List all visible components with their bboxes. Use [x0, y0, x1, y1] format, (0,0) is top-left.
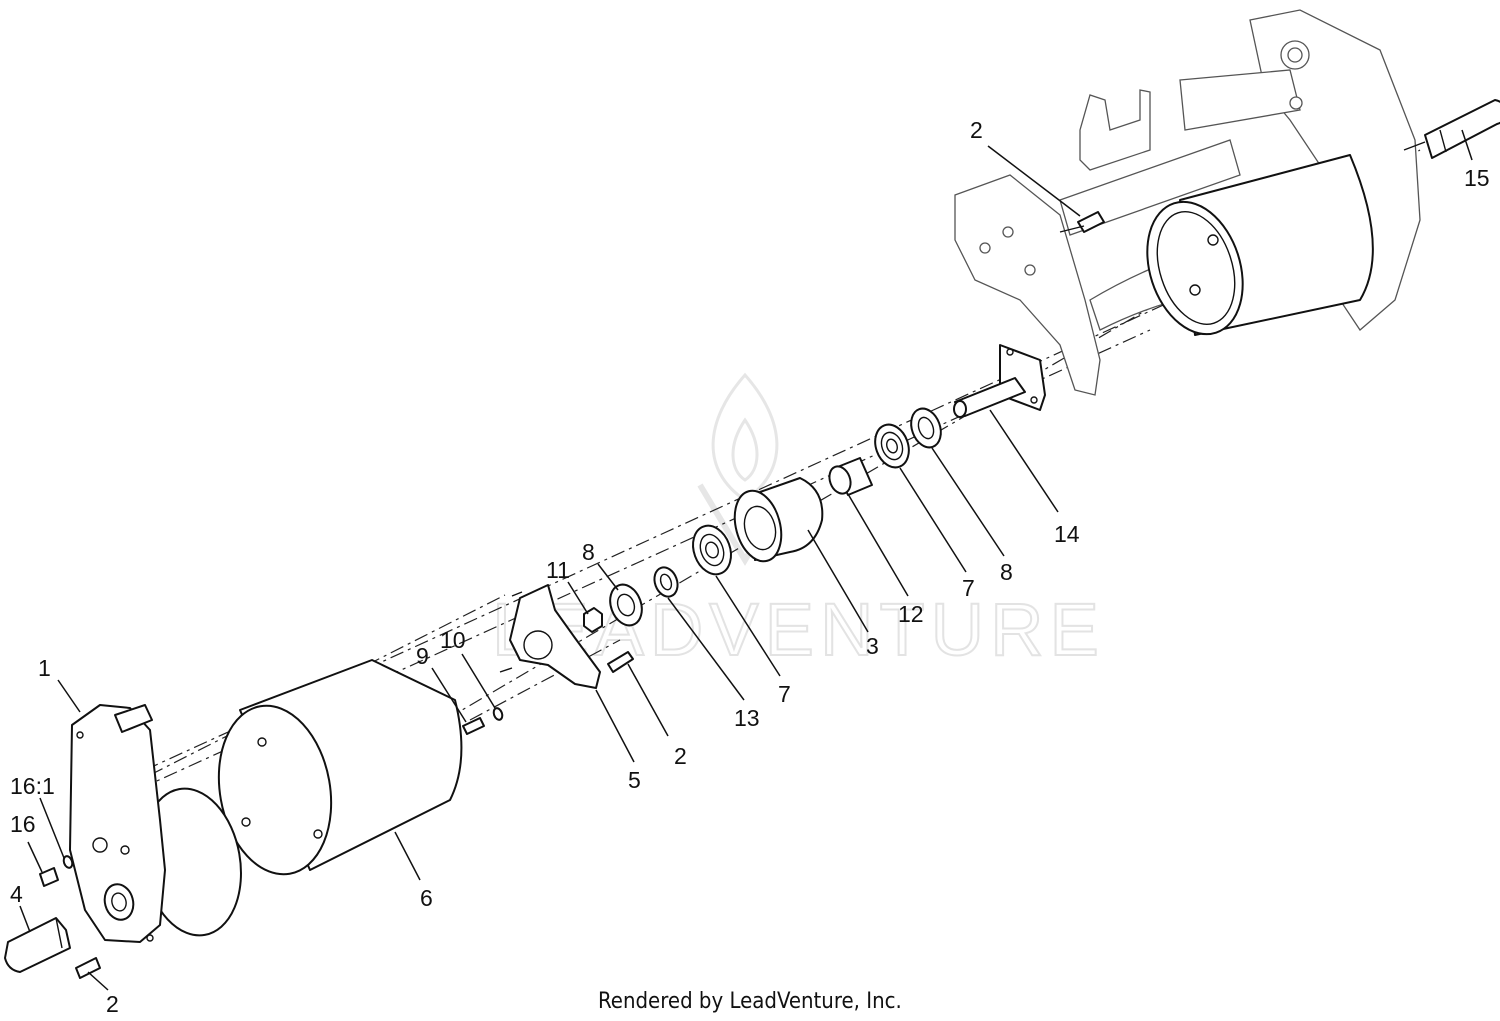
callout-12: 12 — [898, 601, 924, 627]
callout-8-left: 8 — [582, 539, 595, 565]
callout-7-left: 7 — [778, 681, 791, 707]
callout-14: 14 — [1054, 521, 1080, 547]
callout-15: 15 — [1464, 165, 1490, 191]
part-2-mid-bolt — [607, 651, 634, 673]
callout-2-top: 2 — [970, 117, 983, 143]
callout-7-right: 7 — [962, 575, 975, 601]
part-7-right-bearing — [874, 423, 910, 469]
part-8-right-washer — [910, 407, 942, 449]
part-5-plate — [499, 584, 601, 689]
callout-11: 11 — [546, 557, 570, 583]
part-3-hub — [733, 477, 824, 563]
part-10-washer — [492, 707, 504, 721]
part-16-1-washer — [62, 855, 74, 869]
callout-5: 5 — [628, 767, 641, 793]
part-2-bottom-bolt — [75, 957, 101, 979]
callout-2-mid: 2 — [674, 743, 687, 769]
callout-10: 10 — [440, 627, 466, 653]
callout-4: 4 — [10, 881, 23, 907]
part-4-pin — [4, 917, 71, 973]
callout-8-right: 8 — [1000, 559, 1013, 585]
callout-16: 16 — [10, 811, 36, 837]
watermark-flame-icon — [711, 372, 779, 502]
callout-16-1: 16:1 — [10, 773, 55, 799]
callout-1: 1 — [38, 655, 51, 681]
callout-3: 3 — [866, 633, 879, 659]
callout-6: 6 — [420, 885, 433, 911]
rear-drum — [1146, 154, 1374, 336]
part-6-sleeve — [217, 659, 463, 876]
part-9-screw — [462, 717, 485, 735]
callout-2-bottom: 2 — [106, 991, 119, 1017]
render-credit: Rendered by LeadVenture, Inc. — [598, 989, 902, 1014]
callout-labels: 1 16:1 16 4 2 6 9 10 5 2 11 8 13 7 3 12 … — [10, 117, 1490, 1017]
part-7-left-bearing — [692, 524, 732, 576]
part-15-pin — [1403, 99, 1500, 159]
part-14-shaft — [953, 344, 1046, 418]
callout-9: 9 — [416, 643, 429, 669]
part-16-screw — [39, 867, 59, 887]
leader-lines — [19, 129, 1473, 991]
part-11-nut — [583, 607, 603, 633]
part-13-washer — [653, 566, 679, 598]
part-2-top-bolt — [1059, 211, 1105, 233]
part-8-left-washer — [609, 583, 643, 627]
part-1-gearbox — [69, 704, 242, 943]
callout-13: 13 — [734, 705, 760, 731]
part-12-spacer — [828, 457, 873, 496]
